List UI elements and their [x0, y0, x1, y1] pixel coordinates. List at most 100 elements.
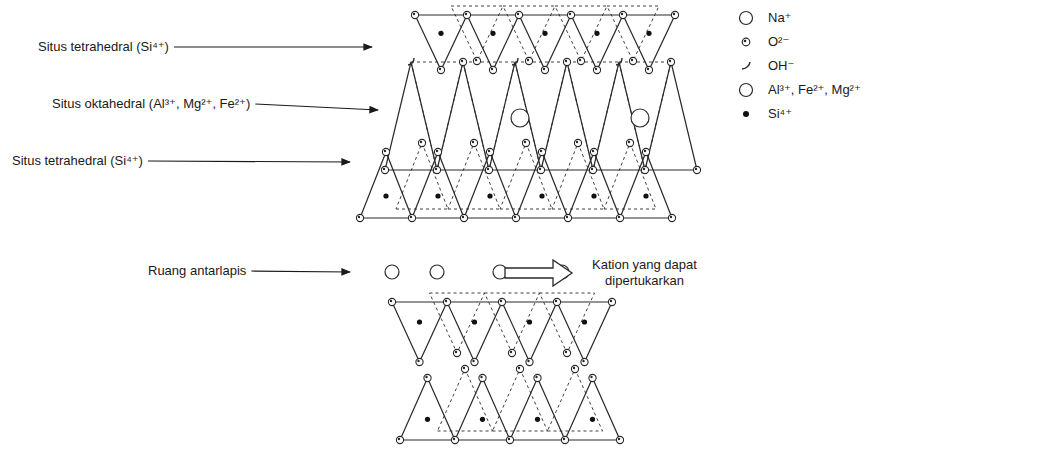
oxygen-shade: [540, 150, 542, 152]
oxygen-shade: [439, 68, 441, 70]
tetrahedron: [645, 62, 697, 170]
silicon-atom: [383, 193, 388, 198]
oxygen-shade: [462, 216, 464, 218]
oxygen-shade: [535, 376, 537, 378]
oxygen-atom: [418, 139, 425, 146]
oxygen-atom: [645, 66, 652, 73]
oxygen-atom: [463, 11, 470, 18]
oxygen-shade: [573, 367, 575, 369]
oxygen-shade: [695, 168, 697, 170]
oxygen-shade: [436, 150, 438, 152]
oxygen-shade: [610, 300, 612, 302]
oxygen-shade: [524, 141, 526, 143]
oxygen-atom: [619, 11, 626, 18]
oxygen-atom: [581, 358, 588, 365]
oxygen-atom: [525, 57, 532, 64]
silicon-atom: [591, 193, 596, 198]
oxygen-atom: [571, 365, 578, 372]
oxygen-shade: [670, 216, 672, 218]
tetrahedron: [385, 62, 437, 170]
back-tetrahedron: [493, 369, 548, 431]
legend-swatch: [740, 12, 753, 25]
oxygen-shade: [628, 141, 630, 143]
oxygen-atom: [671, 11, 678, 18]
legend-swatch: [743, 111, 749, 117]
oxygen-atom: [434, 148, 441, 155]
oxygen-atom: [589, 166, 596, 173]
oxygen-shade: [398, 438, 400, 440]
oxygen-atom: [473, 57, 480, 64]
oxygen-shade: [358, 216, 360, 218]
oxygen-shade: [565, 60, 567, 62]
oxygen-atom: [424, 374, 431, 381]
oxygen-atom: [512, 214, 519, 221]
tetrahedron: [360, 152, 412, 218]
oxygen-shade: [591, 168, 593, 170]
oxygen-atom: [577, 57, 584, 64]
silicon-atom: [594, 31, 599, 36]
oxygen-shade: [569, 13, 571, 15]
silicon-atom: [438, 31, 443, 36]
oxygen-atom: [626, 139, 633, 146]
oxygen-shade: [590, 376, 592, 378]
oxygen-atom: [589, 374, 596, 381]
tetrahedron: [541, 62, 593, 170]
oxygen-shade: [592, 150, 594, 152]
silicon-atom: [590, 417, 595, 422]
oxygen-atom: [437, 66, 444, 73]
legend-text: OH⁻: [768, 58, 794, 74]
legend-symbols: [740, 12, 753, 118]
silicon-atom: [435, 193, 440, 198]
oxygen-shade: [500, 300, 502, 302]
silicon-atom: [417, 319, 422, 324]
oxygen-shade: [576, 141, 578, 143]
exchangeable-cation: [430, 265, 444, 279]
silicon-atom: [472, 319, 477, 324]
legend-text: O²⁻: [768, 34, 789, 50]
tetrahedron: [510, 378, 565, 440]
hollow-arrow: [505, 260, 572, 286]
oxygen-atom: [443, 298, 450, 305]
back-tetrahedron: [500, 143, 552, 209]
oxygen-atom: [608, 298, 615, 305]
oxygen-atom: [408, 214, 415, 221]
hydroxyl-symbol: [616, 58, 622, 65]
oxygen-shade: [644, 150, 646, 152]
oxygen-atom: [641, 166, 648, 173]
leader-arrow: [174, 46, 372, 47]
oxygen-atom: [453, 349, 460, 356]
tetrahedron: [392, 302, 447, 362]
oxygen-shade: [543, 68, 545, 70]
hydroxyl-symbol: [408, 58, 414, 65]
oxygen-shade: [621, 13, 623, 15]
back-tetrahedron: [619, 62, 671, 170]
atoms: [356, 11, 700, 443]
silicon-atom: [490, 31, 495, 36]
site-label: Situs tetrahedral (Si⁴⁺): [38, 39, 169, 55]
oxygen-shade: [510, 351, 512, 353]
tetrahedron: [447, 302, 502, 362]
oxygen-shade: [413, 13, 415, 15]
silicon-atom: [539, 193, 544, 198]
oxygen-atom: [356, 214, 363, 221]
oxygen-shade: [425, 376, 427, 378]
tetrahedron: [565, 378, 620, 440]
oxygen-atom: [460, 214, 467, 221]
oxygen-shade: [461, 60, 463, 62]
oxygen-atom: [479, 374, 486, 381]
oxygen-atom: [381, 166, 388, 173]
oxygen-atom: [693, 166, 700, 173]
oxygen-atom: [522, 139, 529, 146]
back-tetrahedron: [448, 143, 500, 209]
legend-swatch: [742, 62, 750, 69]
silicon-atom: [542, 31, 547, 36]
legend-text: Al³⁺, Fe²⁺, Mg²⁺: [768, 82, 861, 98]
oxygen-atom: [667, 58, 674, 65]
back-tetrahedron: [396, 143, 448, 209]
oxygen-shade: [488, 150, 490, 152]
oxygen-shade: [527, 360, 529, 362]
legend-text: Na⁺: [768, 10, 791, 26]
oxygen-atom: [485, 166, 492, 173]
tetrahedron: [516, 152, 568, 218]
